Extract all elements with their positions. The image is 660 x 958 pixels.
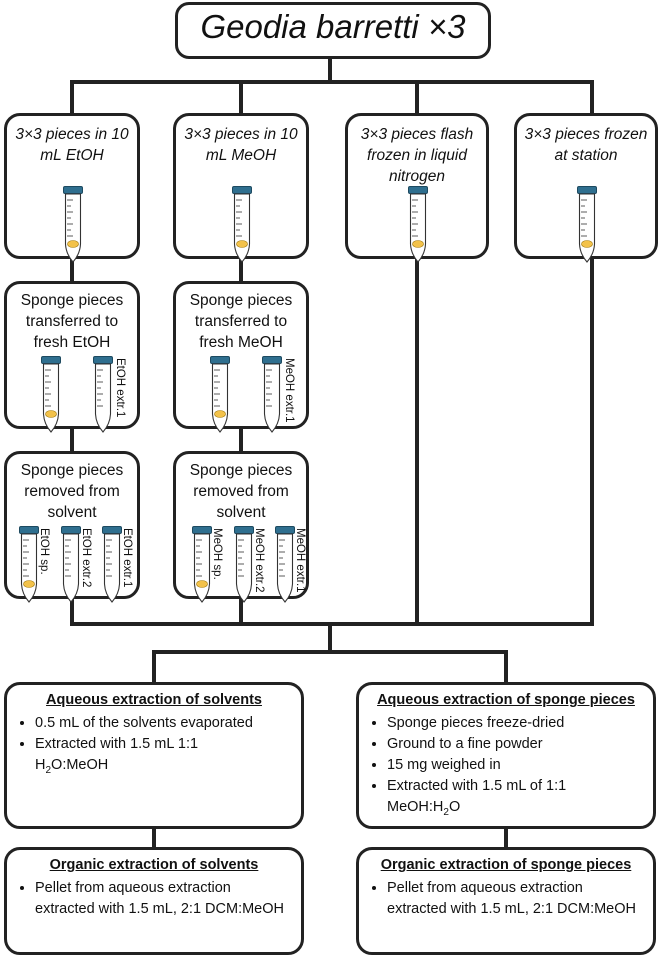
tube-icon: [262, 356, 282, 441]
treatment-station-box: 3×3 pieces frozen at station: [514, 113, 658, 263]
treatment-flash-frozen-box: 3×3 pieces flash frozen in liquid nitrog…: [345, 113, 489, 263]
treatment-flash-frozen-label: 3×3 pieces flash frozen in liquid nitrog…: [360, 126, 474, 185]
treatment-meoh-box: 3×3 pieces in 10 mL MeOH: [173, 113, 309, 263]
transfer-meoh-box: Sponge pieces transferred to fresh MeOH …: [173, 281, 309, 433]
treatment-meoh-label: 3×3 pieces in 10 mL MeOH: [184, 126, 298, 164]
tube-icon: [577, 186, 597, 271]
aqueous-solvents-heading: Aqueous extraction of solvents: [46, 692, 262, 708]
species-title-box: Geodia barretti ×3: [175, 2, 491, 59]
tube-icon: [63, 186, 83, 271]
transfer-etoh-label: Sponge pieces transferred to fresh EtOH: [20, 292, 124, 351]
species-title: Geodia barretti ×3: [200, 8, 466, 45]
organic-solvents-heading: Organic extraction of solvents: [49, 857, 259, 873]
tube-label: MeOH extr.1: [283, 358, 295, 423]
list-item: Pellet from aqueous extraction extracted…: [387, 878, 643, 920]
removal-meoh-label: Sponge pieces removed from solvent: [189, 462, 293, 521]
treatment-station-label: 3×3 pieces frozen at station: [524, 126, 648, 164]
tube-icon: [408, 186, 428, 271]
aqueous-sponge-box: Aqueous extraction of sponge pieces Spon…: [356, 682, 656, 829]
tube-icon: [93, 356, 113, 441]
tube-icon: [275, 526, 295, 611]
removal-etoh-label: Sponge pieces removed from solvent: [20, 462, 124, 521]
tube-label: EtOH extr.1: [121, 528, 133, 588]
tube-icon: [102, 526, 122, 611]
aqueous-solvents-box: Aqueous extraction of solvents 0.5 mL of…: [4, 682, 304, 829]
aqueous-sponge-heading: Aqueous extraction of sponge pieces: [377, 692, 635, 708]
tube-label: EtOH sp.: [38, 528, 50, 575]
list-item: Ground to a fine powder: [387, 734, 643, 755]
tube-label: MeOH extr.2: [253, 528, 265, 593]
removal-meoh-box: Sponge pieces removed from solvent MeOH …: [173, 451, 309, 603]
organic-sponge-box: Organic extraction of sponge pieces Pell…: [356, 847, 656, 955]
tube-label: MeOH sp.: [211, 528, 223, 580]
list-item: Sponge pieces freeze-dried: [387, 713, 643, 734]
tube-icon: [192, 526, 212, 611]
tube-icon: [61, 526, 81, 611]
list-item: 0.5 mL of the solvents evaporated: [35, 713, 291, 734]
list-item: Pellet from aqueous extraction extracted…: [35, 878, 291, 920]
tube-label: EtOH extr.2: [80, 528, 92, 588]
transfer-etoh-box: Sponge pieces transferred to fresh EtOH …: [4, 281, 140, 433]
transfer-meoh-label: Sponge pieces transferred to fresh MeOH: [189, 292, 293, 351]
tube-icon: [232, 186, 252, 271]
removal-etoh-box: Sponge pieces removed from solvent EtOH …: [4, 451, 140, 603]
list-item: 15 mg weighed in: [387, 755, 643, 776]
tube-label: EtOH extr.1: [114, 358, 126, 418]
tube-icon: [234, 526, 254, 611]
tube-icon: [210, 356, 230, 441]
treatment-etoh-box: 3×3 pieces in 10 mL EtOH: [4, 113, 140, 263]
tube-label: MeOH extr.1: [294, 528, 306, 593]
tube-icon: [41, 356, 61, 441]
organic-sponge-heading: Organic extraction of sponge pieces: [380, 857, 632, 873]
tube-icon: [19, 526, 39, 611]
organic-solvents-box: Organic extraction of solvents Pellet fr…: [4, 847, 304, 955]
treatment-etoh-label: 3×3 pieces in 10 mL EtOH: [15, 126, 129, 164]
